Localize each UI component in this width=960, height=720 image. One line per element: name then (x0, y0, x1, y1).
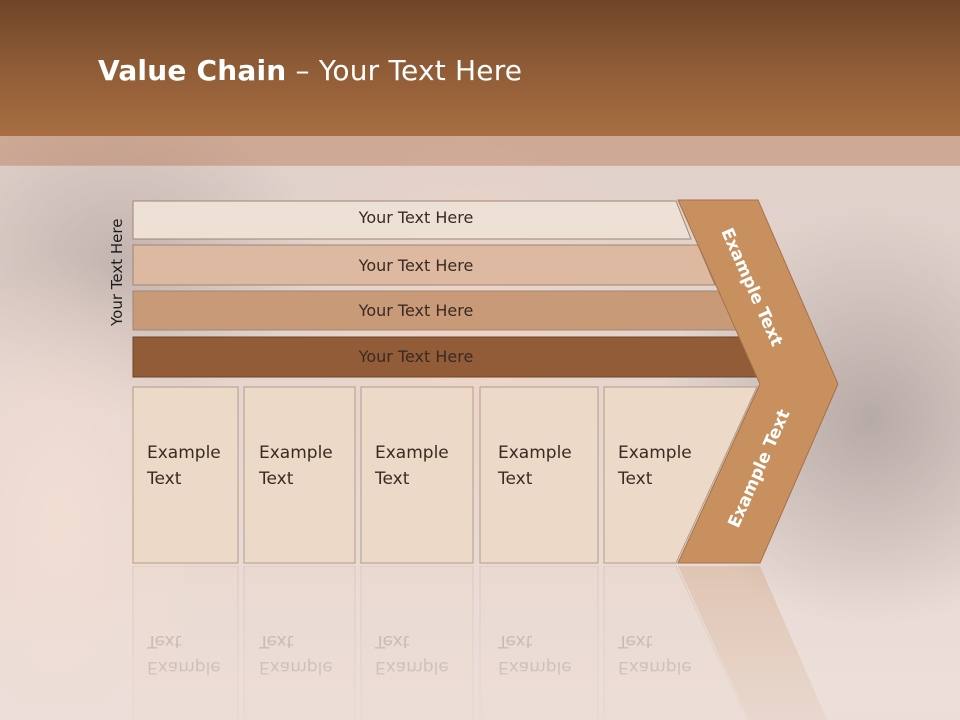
title-rest: – Your Text Here (286, 54, 523, 87)
cell-2-line1: Example (259, 443, 333, 463)
cell-2-line2: Text (259, 469, 294, 489)
cell-box-3[interactable] (360, 386, 474, 564)
cell-box-4[interactable] (479, 386, 599, 564)
cell-5-line1: Example (618, 443, 692, 463)
reflection-fade (0, 566, 960, 720)
cell-1-line1: Example (147, 443, 221, 463)
cell-1-line2: Text (147, 469, 182, 489)
title-bar (0, 0, 960, 136)
slide-title[interactable]: Value Chain – Your Text Here (98, 54, 522, 87)
row-label-1: Your Text Here (358, 208, 474, 227)
cell-box-2[interactable] (243, 386, 356, 564)
row-label-3: Your Text Here (358, 301, 474, 320)
title-band (0, 136, 960, 166)
cell-3-line2: Text (375, 469, 410, 489)
cell-4-line1: Example (498, 443, 572, 463)
row-bar-2[interactable] (132, 244, 716, 286)
cell-4-line2: Text (498, 469, 533, 489)
cell-box-5[interactable] (603, 386, 758, 564)
title-bold: Value Chain (98, 54, 287, 87)
cell-box-1[interactable] (132, 386, 239, 564)
row-bar-1[interactable] (132, 200, 692, 240)
row-label-2: Your Text Here (358, 256, 474, 275)
row-label-4: Your Text Here (358, 347, 474, 366)
chevron-arrow[interactable] (677, 199, 839, 564)
cell-5-line2: Text (618, 469, 653, 489)
cell-3-line1: Example (375, 443, 449, 463)
